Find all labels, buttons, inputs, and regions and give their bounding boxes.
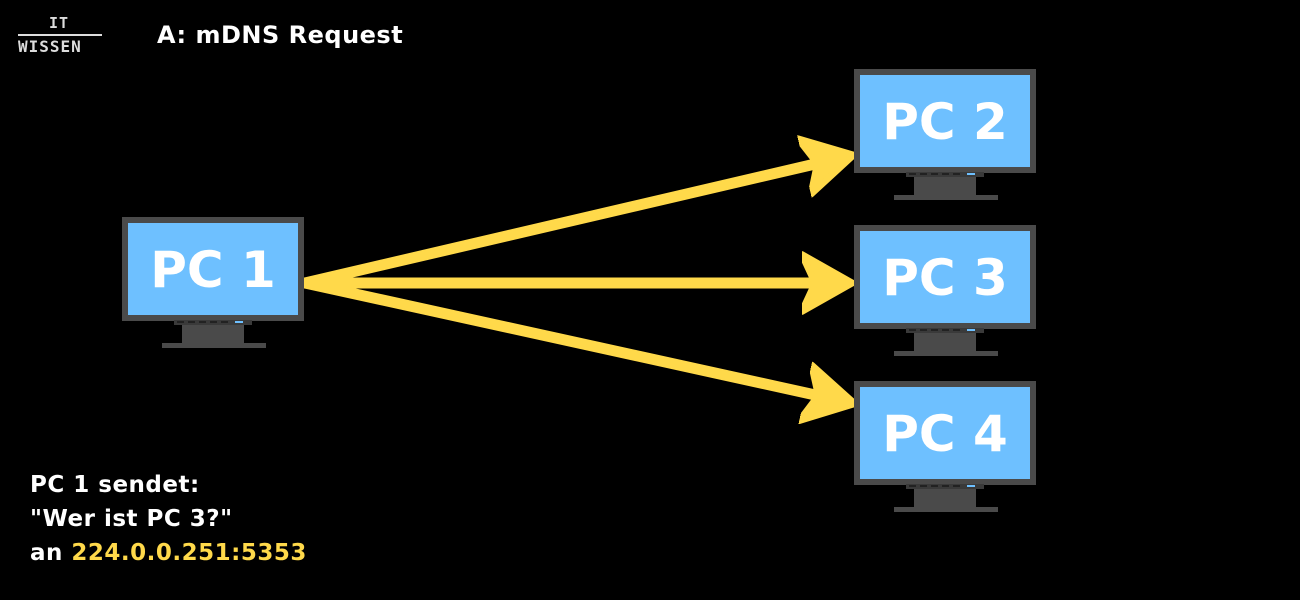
- caption-prefix: an: [30, 540, 72, 566]
- arrow-pc1-to-pc4: [299, 277, 829, 398]
- caption-line-target: an 224.0.0.251:5353: [30, 536, 307, 570]
- pc1-label: PC 1: [150, 241, 276, 299]
- request-caption: PC 1 sendet: "Wer ist PC 3?" an 224.0.0.…: [30, 468, 307, 570]
- computer-pc4: PC 4: [854, 381, 1036, 512]
- multicast-address: 224.0.0.251:5353: [71, 540, 307, 566]
- screen: [860, 231, 1030, 323]
- logo-text-it: IT: [49, 14, 70, 32]
- screen: [860, 387, 1030, 479]
- pc4-label: PC 4: [882, 405, 1008, 463]
- caption-line-sender: PC 1 sendet:: [30, 472, 200, 498]
- it-wissen-logo: IT WISSEN: [16, 14, 104, 60]
- computer-pc2: PC 2: [854, 69, 1036, 200]
- page-title: A: mDNS Request: [157, 21, 404, 49]
- computer-pc3: PC 3: [854, 225, 1036, 356]
- pc2-label: PC 2: [882, 93, 1008, 151]
- computer-pc1: PC 1: [122, 217, 304, 348]
- pc3-label: PC 3: [882, 249, 1008, 307]
- caption-line-query: "Wer ist PC 3?": [30, 506, 233, 532]
- logo-text-wissen: WISSEN: [18, 37, 82, 56]
- logo-divider: [18, 34, 102, 36]
- screen: [860, 75, 1030, 167]
- arrow-pc1-to-pc2: [299, 161, 828, 289]
- screen: [128, 223, 298, 315]
